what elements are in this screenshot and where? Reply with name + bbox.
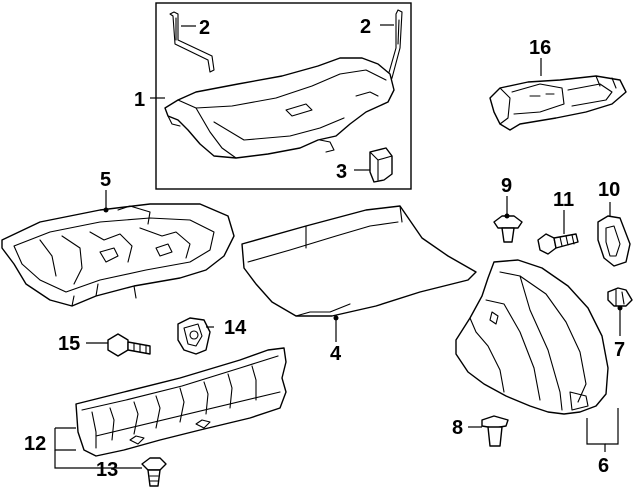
part-15-bolt[interactable] (107, 333, 151, 357)
part-5-storage-tray[interactable] (1, 203, 235, 307)
callout-11: 11 (553, 189, 574, 211)
part-4-trunk-mat[interactable] (241, 205, 477, 317)
part-1-tonneau-cover[interactable] (164, 57, 395, 159)
part-6-quarter-trim[interactable] (455, 259, 609, 415)
part-14-bracket[interactable] (177, 317, 211, 355)
assembly-1-frame (155, 2, 412, 190)
callout-2-left: 2 (199, 17, 210, 39)
part-11-bolt[interactable] (537, 233, 579, 255)
callout-3: 3 (336, 161, 347, 183)
callout-1: 1 (134, 89, 145, 111)
part-12-sill-plate[interactable] (75, 347, 287, 457)
part-9-push-clip[interactable] (493, 215, 523, 243)
callout-16: 16 (529, 37, 551, 59)
leader-lines (54, 24, 623, 469)
callout-6: 6 (598, 455, 609, 477)
callout-labels: 1 2 2 3 16 5 4 9 11 10 7 8 6 14 15 12 13 (24, 16, 625, 481)
part-3-clip[interactable] (369, 147, 393, 183)
callout-12: 12 (24, 433, 46, 455)
callout-5: 5 (100, 169, 111, 191)
part-7-clip[interactable] (607, 287, 633, 307)
callout-10: 10 (598, 179, 620, 201)
part-13-fastener[interactable] (141, 457, 167, 487)
callout-13: 13 (96, 459, 118, 481)
callout-14: 14 (224, 317, 247, 339)
callout-4: 4 (330, 343, 342, 365)
callout-15: 15 (58, 333, 80, 355)
callout-8: 8 (452, 417, 463, 439)
callout-9: 9 (501, 175, 512, 197)
callout-7: 7 (614, 339, 625, 361)
part-2-left-hook[interactable] (169, 11, 215, 73)
part-16-tool-holder[interactable] (489, 75, 627, 131)
part-8-plug[interactable] (481, 415, 509, 447)
part-10-hook[interactable] (597, 215, 631, 267)
callout-2-right: 2 (360, 16, 371, 38)
